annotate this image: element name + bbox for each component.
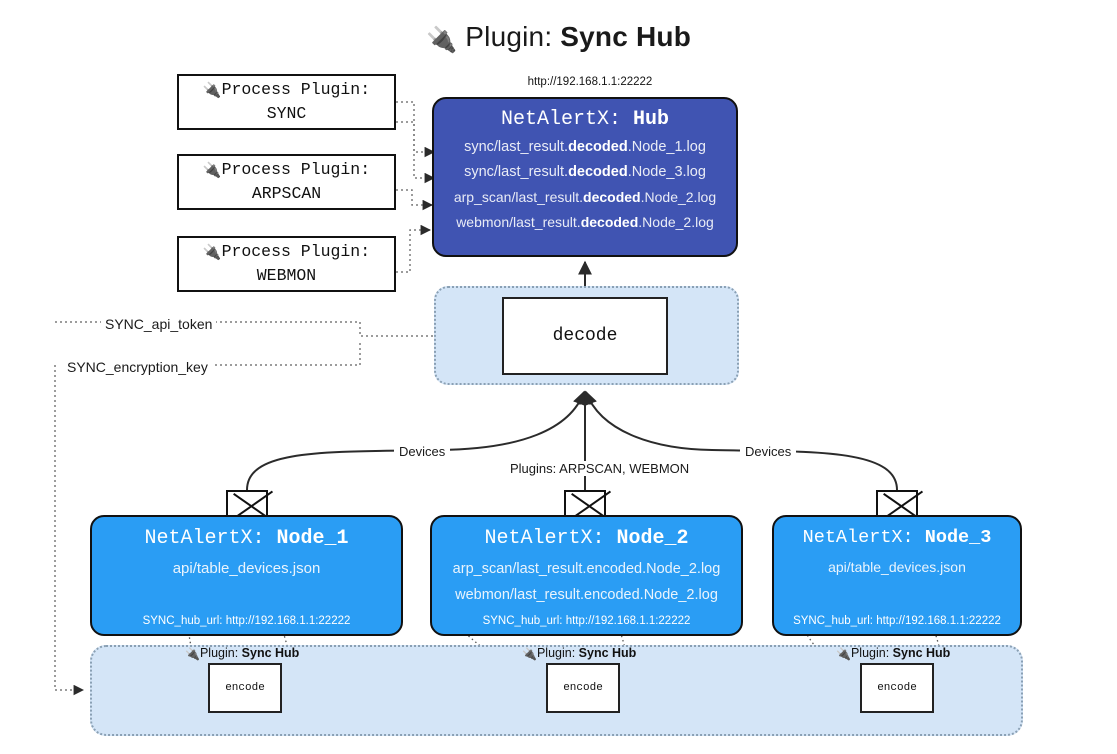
hub-node[interactable]: NetAlertX: Hub sync/last_result.decoded.…	[432, 97, 738, 257]
hub-log-pre: arp_scan/last_result.	[453, 189, 584, 205]
node-line: arp_scan/last_result.encoded.Node_2.log	[452, 561, 721, 577]
strip-plugin-value: Sync Hub	[578, 646, 637, 660]
encode-box-node-2[interactable]: encode	[546, 663, 620, 713]
hub-title-prefix: NetAlertX:	[500, 108, 621, 131]
hub-log-pre: webmon/last_result.	[456, 214, 581, 230]
hub-url-caption: http://192.168.1.1:22222	[527, 76, 653, 88]
edge-arpscan-to-hub	[396, 189, 434, 211]
node-title-name: Node_3	[924, 527, 992, 548]
node-line: api/table_devices.json	[828, 559, 966, 575]
node-title-prefix: NetAlertX:	[802, 527, 914, 548]
node-line: api/table_devices.json	[172, 560, 321, 577]
edge-sync-to-hub	[396, 101, 436, 158]
node-title-name: Node_1	[276, 527, 349, 550]
process-plugin-label: Process Plugin:	[221, 160, 371, 179]
node-hub-url-label: SYNC_hub_url: http://192.168.1.1:22222	[142, 615, 351, 627]
hub-log-post: .Node_2.log	[638, 214, 714, 230]
setting-api-token-label: SYNC_api_token	[101, 316, 217, 332]
hub-log-em: decoded	[568, 139, 628, 155]
process-plugin-header: 🔌Process Plugin:	[203, 241, 370, 265]
process-plugin-header: 🔌Process Plugin:	[203, 159, 370, 183]
strip-plugin-label-node-2: 🔌Plugin: Sync Hub	[522, 646, 636, 661]
hub-log-line: sync/last_result.decoded.Node_3.log	[440, 160, 730, 185]
strip-plugin-label-node-1: 🔌Plugin: Sync Hub	[185, 646, 299, 661]
node-1[interactable]: NetAlertX: Node_1 api/table_devices.json…	[90, 515, 403, 636]
strip-plugin-label: Plugin:	[850, 646, 890, 660]
hub-log-lines: sync/last_result.decoded.Node_1.log sync…	[434, 135, 736, 235]
plug-icon: 🔌	[185, 647, 200, 661]
node-2[interactable]: NetAlertX: Node_2 arp_scan/last_result.e…	[430, 515, 743, 636]
plug-icon: 🔌	[836, 647, 851, 661]
node-hub-url-label: SYNC_hub_url: http://192.168.1.1:22222	[482, 615, 691, 627]
plug-icon: 🔌	[202, 83, 222, 100]
process-plugin-label: Process Plugin:	[221, 242, 371, 261]
process-plugin-name: SYNC	[266, 104, 307, 123]
edge-label-plugins: Plugins: ARPSCAN, WEBMON	[505, 461, 695, 476]
decode-box[interactable]: decode	[502, 297, 668, 375]
hub-log-em: decoded	[568, 164, 628, 180]
process-plugin-label: Process Plugin:	[221, 80, 371, 99]
hub-log-pre: sync/last_result.	[464, 139, 569, 155]
hub-log-line: arp_scan/last_result.decoded.Node_2.log	[440, 185, 730, 210]
edge-sync-to-hub-2	[396, 121, 436, 184]
process-plugin-webmon[interactable]: 🔌Process Plugin: WEBMON	[177, 236, 396, 292]
edge-webmon-to-hub	[396, 224, 432, 273]
encode-box-node-1[interactable]: encode	[208, 663, 282, 713]
plug-icon: 🔌	[202, 245, 222, 262]
page-title: 🔌 Plugin: Sync Hub	[0, 16, 1117, 61]
hub-log-pre: sync/last_result.	[464, 164, 569, 180]
node-line: webmon/last_result.encoded.Node_2.log	[455, 587, 718, 603]
hub-title: NetAlertX: Hub	[434, 108, 736, 131]
strip-plugin-label-node-3: 🔌Plugin: Sync Hub	[836, 646, 950, 661]
node-title: NetAlertX: Node_3	[774, 527, 1020, 548]
plug-icon: 🔌	[202, 163, 222, 180]
strip-plugin-label: Plugin:	[536, 646, 576, 660]
hub-log-post: .Node_2.log	[640, 189, 717, 205]
node-3[interactable]: NetAlertX: Node_3 api/table_devices.json…	[772, 515, 1022, 636]
node-title-prefix: NetAlertX:	[144, 527, 265, 550]
process-plugin-name: WEBMON	[256, 266, 317, 285]
node-title-prefix: NetAlertX:	[484, 527, 605, 550]
hub-log-line: webmon/last_result.decoded.Node_2.log	[440, 210, 730, 235]
page-title-value: Sync Hub	[560, 21, 692, 52]
hub-title-name: Hub	[633, 108, 670, 131]
encode-box-node-3[interactable]: encode	[860, 663, 934, 713]
strip-plugin-value: Sync Hub	[241, 646, 300, 660]
node-title: NetAlertX: Node_1	[92, 527, 401, 550]
edge-label-devices-right: Devices	[740, 444, 797, 459]
hub-log-line: sync/last_result.decoded.Node_1.log	[440, 135, 730, 160]
process-plugin-sync[interactable]: 🔌Process Plugin: SYNC	[177, 74, 396, 130]
plug-icon: 🔌	[522, 647, 537, 661]
strip-plugin-value: Sync Hub	[892, 646, 951, 660]
hub-log-post: .Node_1.log	[627, 139, 706, 155]
edge-encryption-key-down	[54, 365, 85, 696]
strip-plugin-label: Plugin:	[199, 646, 239, 660]
setting-encryption-key-label: SYNC_encryption_key	[63, 359, 212, 375]
node-title-name: Node_2	[616, 527, 689, 550]
hub-log-em: decoded	[583, 189, 641, 205]
process-plugin-arpscan[interactable]: 🔌Process Plugin: ARPSCAN	[177, 154, 396, 210]
hub-log-post: .Node_3.log	[627, 164, 706, 180]
plug-icon: 🔌	[425, 26, 458, 54]
hub-log-em: decoded	[580, 214, 639, 230]
page-title-label: Plugin:	[465, 21, 553, 52]
node-title: NetAlertX: Node_2	[432, 527, 741, 550]
process-plugin-name: ARPSCAN	[251, 184, 322, 203]
process-plugin-header: 🔌Process Plugin:	[203, 79, 370, 103]
edge-label-devices-left: Devices	[394, 444, 451, 459]
node-hub-url-label: SYNC_hub_url: http://192.168.1.1:22222	[793, 615, 1001, 627]
